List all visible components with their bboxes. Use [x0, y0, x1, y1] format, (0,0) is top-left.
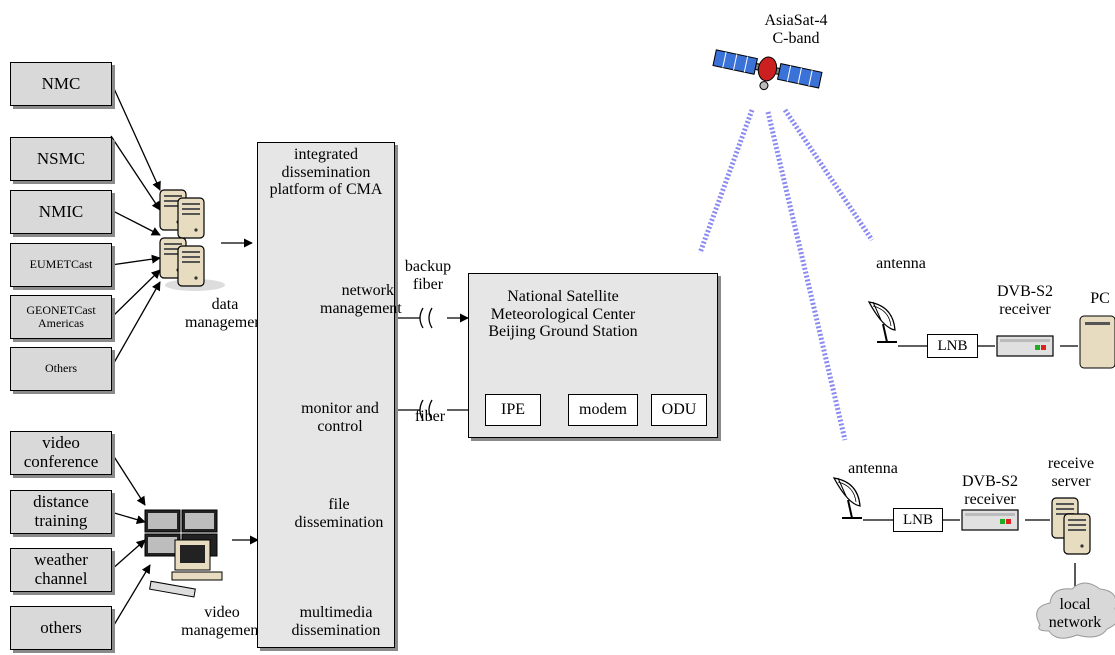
modem-box: modem [568, 394, 638, 426]
receiver-icon [961, 509, 1019, 531]
satellite-beams [697, 108, 875, 441]
source-distance-training: distance training [10, 490, 112, 534]
cloud-icon [1036, 582, 1115, 639]
dissemination-platform-panel [257, 142, 395, 648]
satellite-icon [712, 49, 823, 91]
backup-fiber-label: backup fiber [404, 258, 452, 293]
ipe-box: IPE [485, 394, 541, 426]
odu-box: ODU [651, 394, 707, 426]
dish-antenna-icon [833, 477, 863, 519]
source-nmc: NMC [10, 62, 112, 106]
source-nmic: NMIC [10, 190, 112, 234]
source-weather-channel: weather channel [10, 548, 112, 592]
source-others-video: others [10, 606, 112, 650]
receive-server-label: receive server [1047, 455, 1095, 490]
receiver-icon [996, 335, 1054, 357]
receiver-label-top: DVB-S2 receiver [996, 283, 1053, 318]
pc-icon [1079, 315, 1115, 369]
ground-station-title: National Satellite Meteorological Center… [488, 288, 638, 341]
monitor-control-label: monitor and control [301, 400, 379, 435]
file-dissemination-label: file dissemination [294, 496, 384, 531]
source-nsmc: NSMC [10, 137, 112, 181]
source-eumetcast: EUMETCast [10, 243, 112, 287]
antenna-label-bottom: antenna [848, 460, 898, 477]
platform-title: integrated dissemination platform of CMA [269, 146, 383, 199]
data-management-servers [159, 189, 225, 291]
local-network-label: local network [1048, 596, 1102, 631]
receive-server-icon [1051, 497, 1091, 555]
receiver-label-bottom: DVB-S2 receiver [961, 473, 1018, 508]
network-management-label: network management [320, 282, 402, 317]
fiber-label: fiber [414, 408, 446, 425]
lnb-box-bottom: LNB [893, 508, 943, 532]
video-management-label: video management [181, 604, 263, 639]
lnb-box-top: LNB [927, 334, 978, 358]
video-wall-icon [144, 509, 223, 598]
multimedia-dissemination-label: multimedia dissemination [291, 604, 381, 639]
dish-antenna-icon [868, 301, 898, 343]
source-geonetcast: GEONETCast Americas [10, 295, 112, 339]
pc-label: PC [1090, 290, 1110, 307]
satellite-label-band: C-band [772, 30, 820, 47]
satellite-label-name: AsiaSat-4 [764, 12, 828, 29]
data-management-label: data management [185, 296, 267, 331]
source-others: Others [10, 347, 112, 391]
source-video-conference: video conference [10, 431, 112, 475]
antenna-label-top: antenna [876, 255, 926, 272]
